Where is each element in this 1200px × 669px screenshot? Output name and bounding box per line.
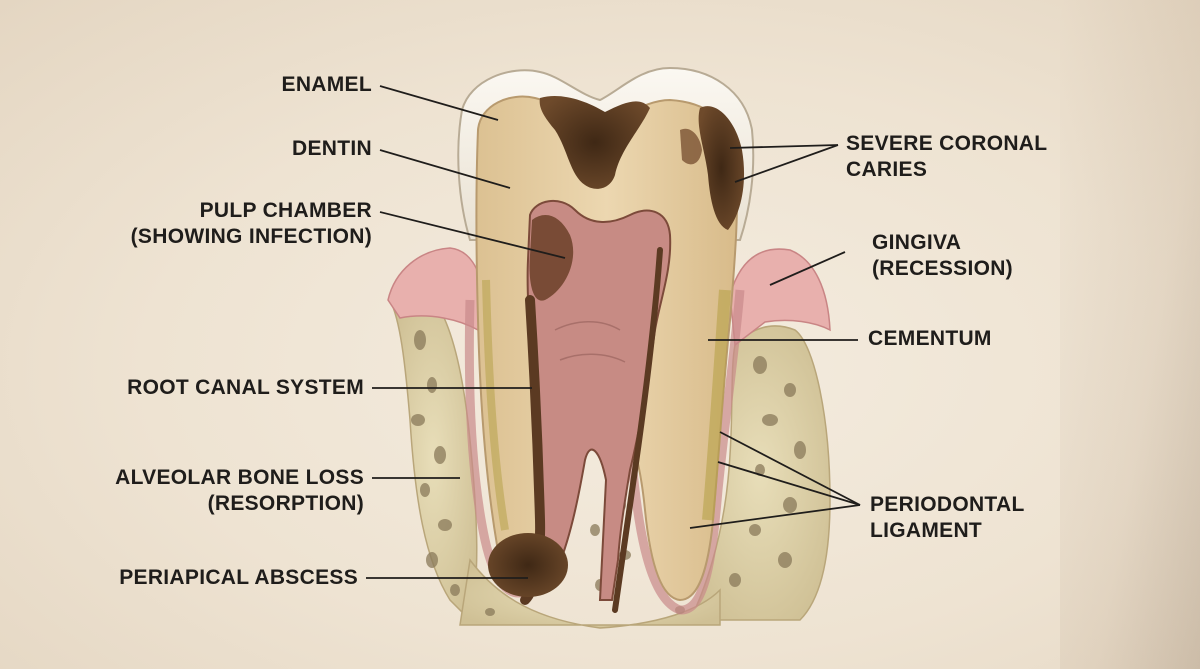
leader-gingiva xyxy=(769,251,846,286)
leader-enamel xyxy=(379,85,499,121)
leader-pulp-chamber xyxy=(379,211,566,259)
periapical-abscess xyxy=(488,533,568,597)
label-dentin: DENTIN xyxy=(292,137,372,160)
leader-ligament-2 xyxy=(717,461,861,506)
label-cementum: CEMENTUM xyxy=(868,327,992,350)
label-abscess: PERIAPICAL ABSCESS xyxy=(119,566,358,589)
label-ligament: PERIODONTAL LIGAMENT xyxy=(870,493,1025,542)
label-enamel: ENAMEL xyxy=(281,73,372,96)
leader-dentin xyxy=(379,149,511,189)
gingiva xyxy=(387,247,831,347)
label-caries: SEVERE CORONAL CARIES xyxy=(846,132,1048,181)
leader-lines xyxy=(366,85,861,579)
label-pulp-chamber: PULP CHAMBER (SHOWING INFECTION) xyxy=(130,199,372,248)
leader-ligament-3 xyxy=(689,504,861,529)
background-shadow xyxy=(1060,0,1200,669)
leader-caries-2 xyxy=(734,144,839,183)
caries xyxy=(539,95,745,230)
alveolar-bone xyxy=(388,294,831,629)
label-bone-loss: ALVEOLAR BONE LOSS (RESORPTION) xyxy=(115,466,364,515)
leader-caries-1 xyxy=(729,144,839,149)
label-root-canal: ROOT CANAL SYSTEM xyxy=(127,376,364,399)
label-gingiva: GINGIVA (RECESSION) xyxy=(872,231,1013,280)
leader-ligament-1 xyxy=(719,431,861,506)
tooth xyxy=(457,66,755,613)
